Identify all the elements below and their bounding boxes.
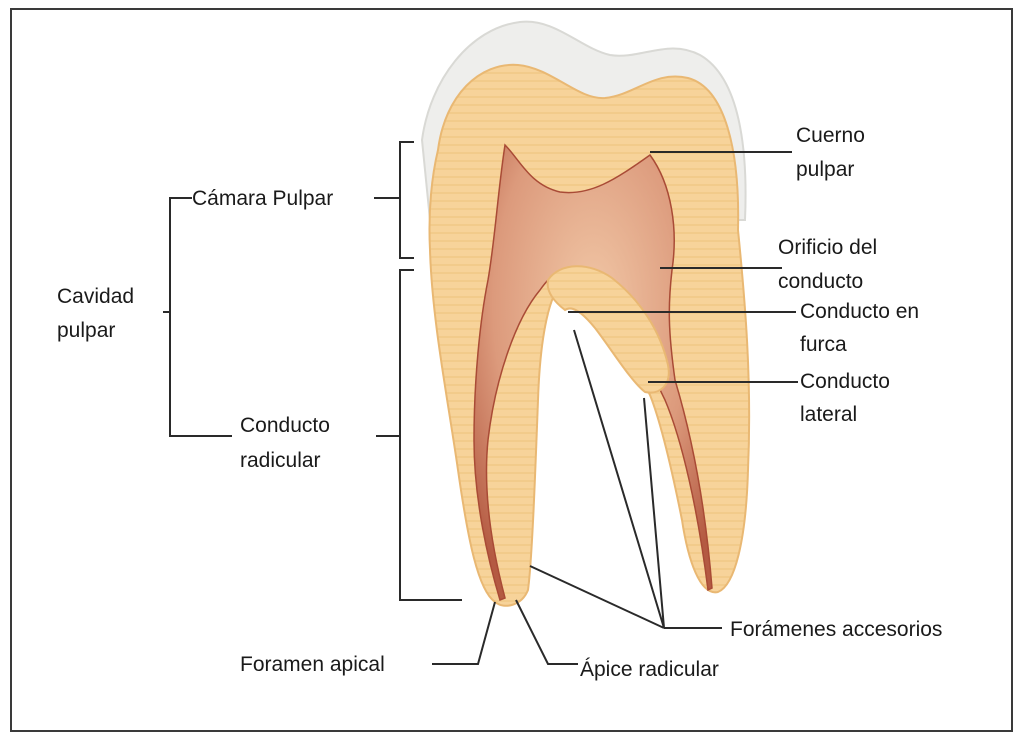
label-foramenes-accesorios: Forámenes accesorios [730,618,942,641]
label-conducto-furca: Conducto en furca [800,300,925,356]
camara-pulpar-bracket [400,142,414,258]
label-conducto-lateral: Conducto lateral [800,370,896,426]
label-cuerno-pulpar: Cuerno pulpar [796,124,871,181]
label-camara-pulpar: Cámara Pulpar [192,187,333,210]
label-apice-radicular: Ápice radicular [580,658,719,681]
leader-apice-radicular [516,600,578,664]
cavidad-pulpar-bracket [170,198,232,436]
label-orificio-conducto: Orificio del conducto [778,236,883,293]
label-foramen-apical: Foramen apical [240,653,385,676]
leader-foramen-apical [432,602,495,664]
label-cavidad-pulpar: Cavidad pulpar [57,285,140,342]
label-conducto-radicular: Conducto radicular [240,414,336,472]
